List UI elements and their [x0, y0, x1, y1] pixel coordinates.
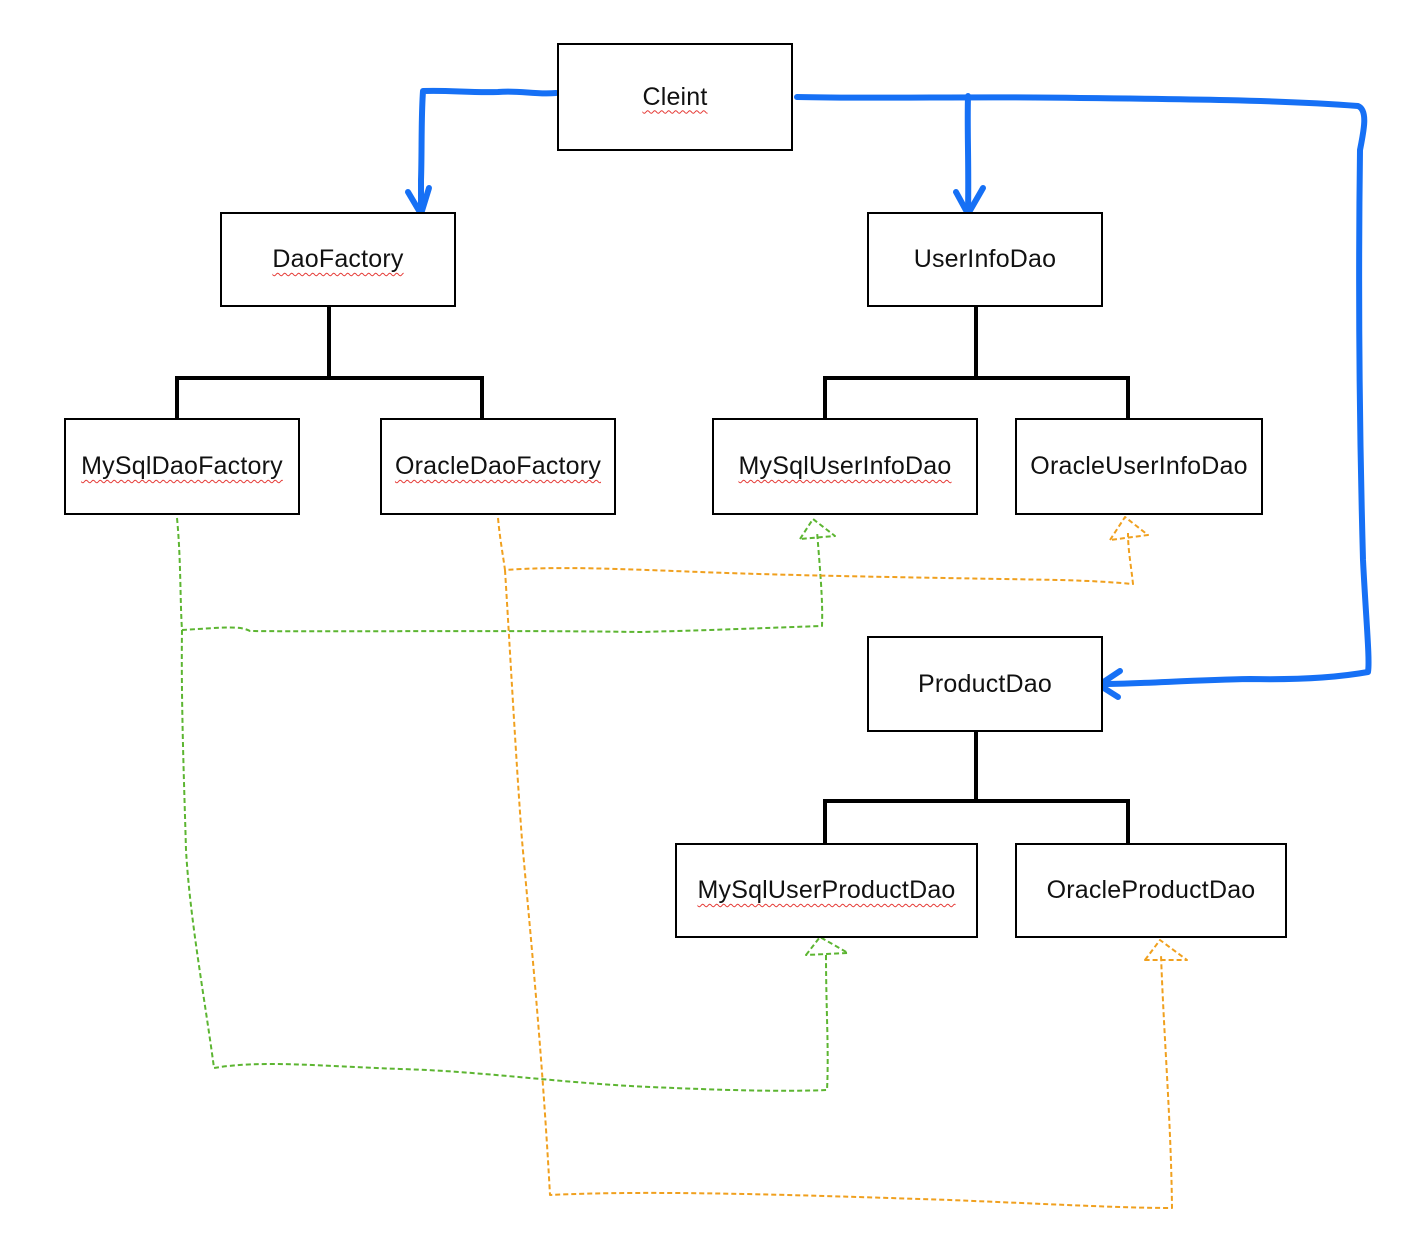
productdao-label: ProductDao — [917, 669, 1053, 698]
oracle-userinfodao-hollow-arrowhead — [1109, 516, 1149, 541]
hierarchy-connectors — [175, 305, 1130, 845]
mysqluserinfodao-label: MySqlUserInfoDao — [738, 452, 952, 480]
oracle-productdao-hollow-arrowhead — [1144, 939, 1188, 961]
userinfodao-label: UserInfoDao — [913, 245, 1057, 273]
daofactory-hierarchy-connector — [175, 305, 484, 420]
oracledaofactory-label: OracleDaoFactory — [394, 452, 602, 480]
userinfodao-node[interactable]: UserInfoDao — [867, 212, 1103, 307]
oracledaofactory-node[interactable]: OracleDaoFactory — [380, 418, 616, 515]
productdao-hierarchy-connector — [823, 730, 1130, 845]
oracle-factory-to-oracle-productdao-line — [504, 569, 1173, 1209]
mysqldaofactory-label: MySqlDaoFactory — [81, 452, 283, 480]
oracleuserinfodao-node[interactable]: OracleUserInfoDao — [1015, 418, 1263, 515]
mysqldaofactory-node[interactable]: MySqlDaoFactory — [64, 418, 300, 515]
daofactory-label: DaoFactory — [272, 245, 404, 273]
client-to-daofactory-arrow — [418, 87, 559, 215]
mysqluserproductdao-node[interactable]: MySqlUserProductDao — [675, 843, 978, 938]
oracle-dependency-lines — [497, 516, 1188, 1209]
mysql-productdao-hollow-arrowhead — [805, 936, 849, 956]
client-arrows — [405, 87, 1372, 700]
userinfodao-hierarchy-connector — [823, 305, 1130, 420]
mysql-factory-to-mysql-userinfodao-line — [176, 517, 824, 633]
client-label: Cleint — [642, 82, 708, 111]
daofactory-node[interactable]: DaoFactory — [220, 212, 456, 307]
oracleproductdao-node[interactable]: OracleProductDao — [1015, 843, 1287, 938]
client-node[interactable]: Cleint — [557, 43, 793, 151]
mysql-factory-to-mysql-productdao-line — [180, 629, 829, 1092]
productdao-node[interactable]: ProductDao — [867, 636, 1103, 732]
mysql-dependency-lines — [176, 517, 849, 1092]
oracleproductdao-label: OracleProductDao — [1046, 876, 1256, 904]
oracleuserinfodao-label: OracleUserInfoDao — [1030, 452, 1248, 480]
oracle-factory-to-oracle-userinfodao-line — [497, 517, 1134, 585]
client-to-userinfodao-arrow — [964, 93, 972, 215]
mysqluserinfodao-node[interactable]: MySqlUserInfoDao — [712, 418, 978, 515]
mysqluserproductdao-label: MySqlUserProductDao — [697, 876, 956, 904]
mysql-userinfodao-hollow-arrowhead — [799, 518, 836, 540]
client-to-productdao-arrow — [794, 94, 1372, 687]
